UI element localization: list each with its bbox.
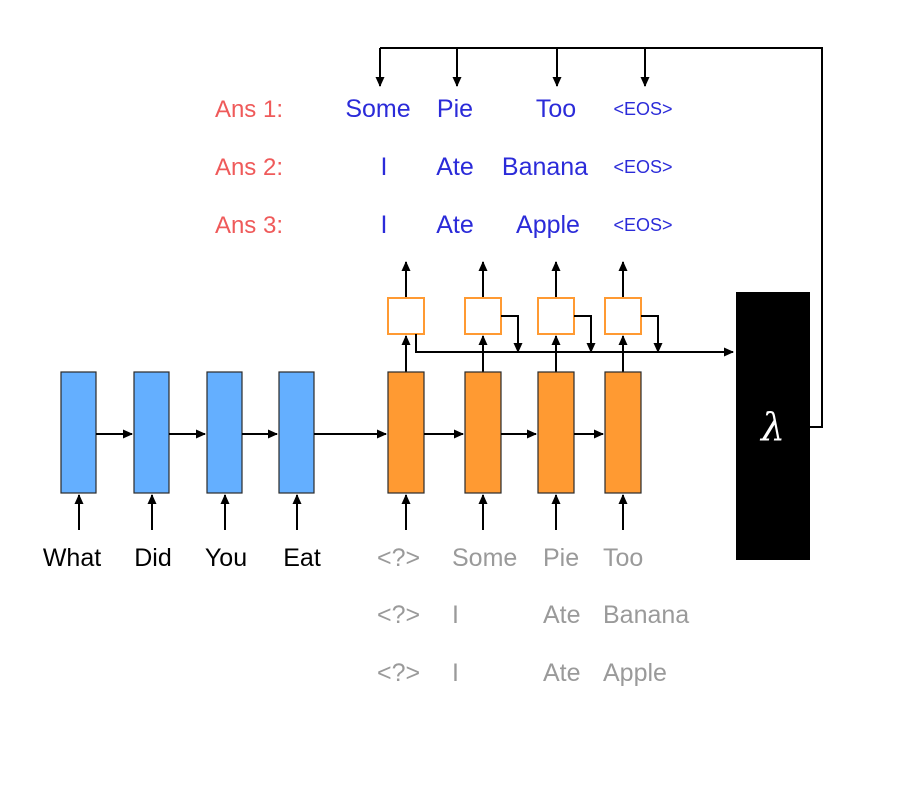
lambda-box: [736, 292, 810, 560]
encoder-cell-4: [278, 371, 315, 494]
decoder-input-2-3: Ate: [543, 601, 581, 629]
node-side-arrows: [501, 315, 663, 353]
answer-2-word-2: Ate: [436, 153, 474, 181]
answer-label-2: Ans 2:: [215, 154, 283, 181]
decoder-input-1-4: Too: [603, 544, 643, 572]
decoder-cell-3: [537, 371, 575, 494]
decoder-input-2-2: I: [452, 601, 459, 629]
output-node-2: [464, 297, 502, 335]
decoder-input-1-1: <?>: [377, 544, 420, 572]
answer-3-word-1: I: [381, 211, 388, 239]
decoder-cell-2: [464, 371, 502, 494]
answer-1-eos: <EOS>: [613, 99, 672, 119]
answer-1-word-1: Some: [345, 95, 410, 123]
answer-1-word-3: Too: [536, 95, 576, 123]
decoder-cell-4: [604, 371, 642, 494]
answer-3-word-3: Apple: [516, 211, 580, 239]
decoder-input-2-4: Banana: [603, 601, 689, 629]
bus-to-lambda: [415, 334, 734, 357]
answer-label-3: Ans 3:: [215, 212, 283, 239]
answer-2-word-1: I: [381, 153, 388, 181]
decoder-cell-1: [387, 371, 425, 494]
encoder-input-2: Did: [134, 544, 172, 572]
lambda-symbol: λ: [759, 405, 785, 449]
answer-3-eos: <EOS>: [613, 215, 672, 235]
encoder-cell-1: [60, 371, 97, 494]
encoder: [60, 371, 315, 494]
output-nodes: [387, 297, 642, 335]
encoder-input-1: What: [43, 544, 101, 572]
answer-1-word-2: Pie: [437, 95, 473, 123]
output-arrows: [401, 261, 628, 298]
input-arrows: [74, 494, 628, 530]
answer-2-eos: <EOS>: [613, 157, 672, 177]
decoder-input-1-2: Some: [452, 544, 517, 572]
encoder-input-3: You: [205, 544, 247, 572]
encoder-cell-3: [206, 371, 243, 494]
decoder-input-1-3: Pie: [543, 544, 579, 572]
encoder-cell-2: [133, 371, 170, 494]
decoder-input-3-3: Ate: [543, 659, 581, 687]
decoder-up-arrows: [401, 335, 628, 372]
decoder-input-3-4: Apple: [603, 659, 667, 687]
output-node-3: [537, 297, 575, 335]
decoder-input-3-2: I: [452, 659, 459, 687]
encoder-input-4: Eat: [283, 544, 321, 572]
decoder-input-2-1: <?>: [377, 601, 420, 629]
answer-3-word-2: Ate: [436, 211, 474, 239]
answer-2-word-3: Banana: [502, 153, 588, 181]
answer-label-1: Ans 1:: [215, 96, 283, 123]
decoder-input-3-1: <?>: [377, 659, 420, 687]
output-node-4: [604, 297, 642, 335]
decoder: [387, 371, 642, 494]
feedback-loop: [375, 47, 823, 428]
output-node-1: [387, 297, 425, 335]
